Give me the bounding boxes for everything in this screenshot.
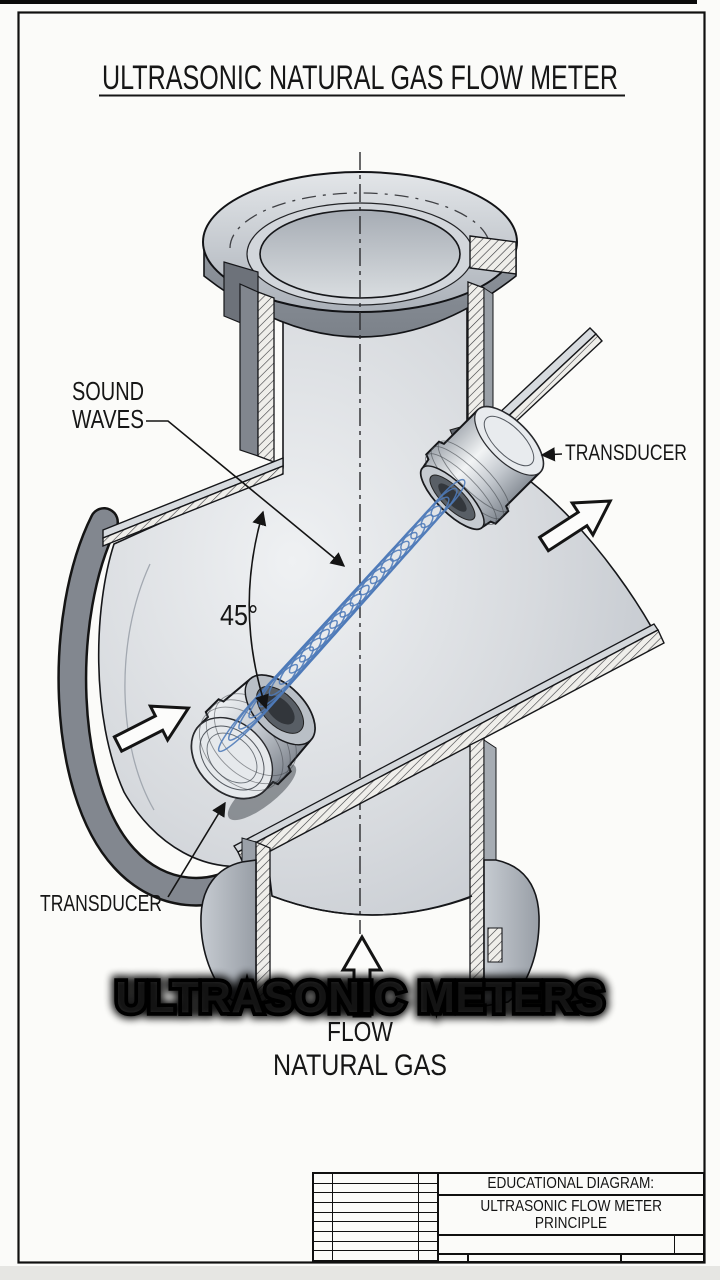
title-block-heading: EDUCATIONAL DIAGRAM: — [487, 1175, 655, 1193]
title-block-grid-row — [314, 1251, 437, 1262]
top-pipe-cut-wall-left — [257, 291, 275, 463]
page-title: ULTRASONIC NATURAL GAS FLOW METER — [102, 59, 618, 97]
natural-gas-label: NATURAL GAS — [273, 1049, 447, 1082]
screen-top-strip — [0, 0, 697, 4]
title-block-text-area: EDUCATIONAL DIAGRAM: ULTRASONIC FLOW MET… — [439, 1174, 703, 1261]
diagonal-pipe-ledge-cut — [102, 464, 284, 548]
transducer-upper-leader — [540, 447, 563, 462]
bottom-flange-right — [483, 859, 540, 1007]
angle-label: 45° — [220, 600, 258, 632]
title-block-subtitle-line1: ULTRASONIC FLOW METER — [480, 1197, 662, 1215]
screen-bottom-strip — [0, 1266, 720, 1280]
title-block-grid-row — [314, 1213, 437, 1223]
flow-label: FLOW — [327, 1016, 393, 1047]
title-block-row3 — [439, 1236, 703, 1255]
title-block-subtitle-line2: PRINCIPLE — [534, 1215, 608, 1232]
title-block-grid-row — [314, 1203, 437, 1213]
title-block-row4-divider — [620, 1255, 622, 1261]
caption-glow: ULTRASONIC METERS — [109, 967, 611, 1029]
title-block-row1: EDUCATIONAL DIAGRAM: — [439, 1174, 703, 1196]
title-block-grid-divider — [418, 1174, 419, 1261]
angle-arc — [248, 510, 269, 710]
sound-waves-leader — [146, 420, 346, 567]
title-block-grid-row — [314, 1232, 437, 1242]
top-pipe-outer-wall-left — [239, 283, 259, 457]
title-block-row2: ULTRASONIC FLOW METER PRINCIPLE — [439, 1196, 703, 1236]
sound-waves-coil — [217, 478, 466, 753]
sound-waves-label-line1: SOUND — [72, 376, 144, 406]
transducer-upper-label: TRANSDUCER — [565, 440, 687, 465]
title-block-grid-row — [314, 1193, 437, 1204]
bottom-flange-left — [200, 859, 257, 1005]
caption-text: ULTRASONIC METERS — [115, 973, 605, 1022]
title-block-row4 — [439, 1255, 703, 1261]
bottom-flange-right-cut — [487, 927, 503, 963]
title-block-grid — [314, 1174, 439, 1262]
flange-cut-face-right — [469, 235, 517, 275]
transducer-lower-label: TRANSDUCER — [40, 890, 162, 916]
bottom-pipe-cut-wall-right — [469, 736, 485, 1001]
title-block-grid-row — [314, 1222, 437, 1233]
title-block-grid-divider — [332, 1174, 333, 1261]
title-block-grid-row — [314, 1174, 437, 1184]
title-block-row3-divider — [673, 1236, 675, 1253]
video-caption-overlay: ULTRASONIC METERS ULTRASONIC METERS ULTR… — [0, 967, 720, 1029]
bottom-bore-arc — [271, 895, 473, 916]
caption-outline: ULTRASONIC METERS — [112, 969, 608, 1026]
title-block-grid-row — [314, 1184, 437, 1194]
title-block: EDUCATIONAL DIAGRAM: ULTRASONIC FLOW MET… — [312, 1172, 705, 1263]
title-block-grid-row — [314, 1242, 437, 1252]
sound-waves-label-line2: WAVES — [72, 404, 144, 434]
flow-meter-illustration: SOUND WAVES 45° TRANSDUCER TRANSDUCER FL… — [40, 152, 687, 1082]
pipe-opening-rim — [59, 509, 265, 905]
transducer-lower-leader — [167, 801, 226, 898]
interior-contour-line — [124, 563, 155, 811]
title-block-row4-divider — [467, 1255, 469, 1261]
transducer-upper — [419, 405, 545, 531]
